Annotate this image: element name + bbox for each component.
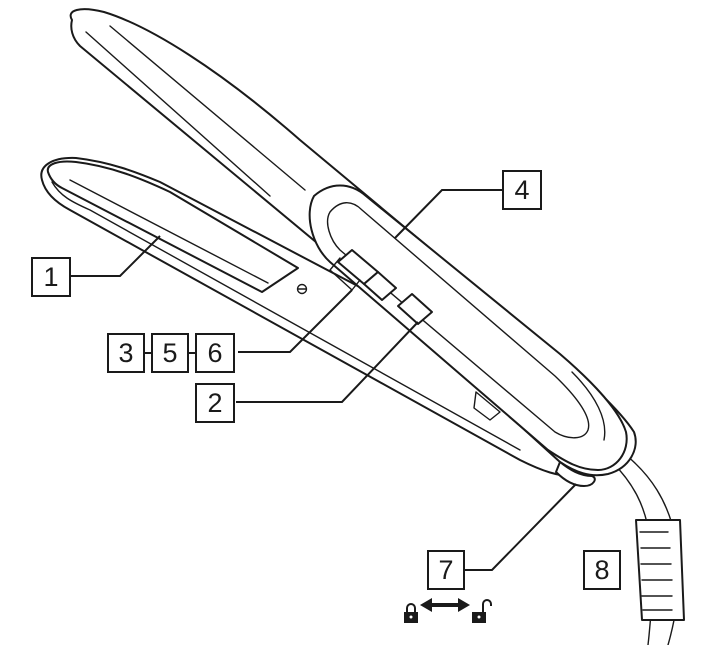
- power-cord: [611, 454, 685, 645]
- callout-5-box: [151, 333, 189, 373]
- callout-2-box: [195, 383, 235, 423]
- hinge-lock: [555, 461, 596, 487]
- callout-8: 8: [583, 550, 621, 590]
- hair-straightener-illustration: [40, 8, 685, 645]
- callout-1-box: [31, 257, 71, 297]
- lock-icon: [404, 603, 418, 623]
- callout-8-box: [583, 550, 621, 590]
- callout-3-label: 3: [118, 338, 133, 368]
- callout-4: 4: [502, 170, 542, 210]
- callout-1: 1: [31, 257, 71, 297]
- lock-indicator: [404, 598, 492, 623]
- unlock-icon: [472, 599, 492, 623]
- leader-lines: [70, 189, 577, 571]
- callout-1-label: 1: [43, 262, 58, 292]
- callout-6-box: [195, 333, 235, 373]
- leader-line-1: [70, 235, 161, 277]
- callout-6-label: 6: [207, 338, 222, 368]
- callout-2: 2: [195, 383, 235, 423]
- handle-housing: [308, 184, 628, 471]
- leader-line-356: [238, 289, 353, 353]
- leader-line-2: [236, 321, 419, 403]
- callout-4-box: [502, 170, 542, 210]
- callout-4-label: 4: [514, 175, 529, 205]
- callout-2-label: 2: [207, 388, 222, 418]
- control-buttons: [329, 249, 433, 325]
- callout-group-3-5-6: 3 5 6: [107, 333, 235, 373]
- callout-7: 7: [427, 550, 465, 590]
- callout-7-box: [427, 550, 465, 590]
- cord-strain-relief-ribs: [639, 531, 673, 611]
- callout-8-label: 8: [594, 555, 609, 585]
- double-arrow-icon: [420, 598, 470, 612]
- leader-line-4: [394, 189, 503, 239]
- leader-line-7: [464, 483, 577, 571]
- callout-7-label: 7: [438, 555, 453, 585]
- callout-5-label: 5: [162, 338, 177, 368]
- lower-heating-plate: [46, 160, 308, 295]
